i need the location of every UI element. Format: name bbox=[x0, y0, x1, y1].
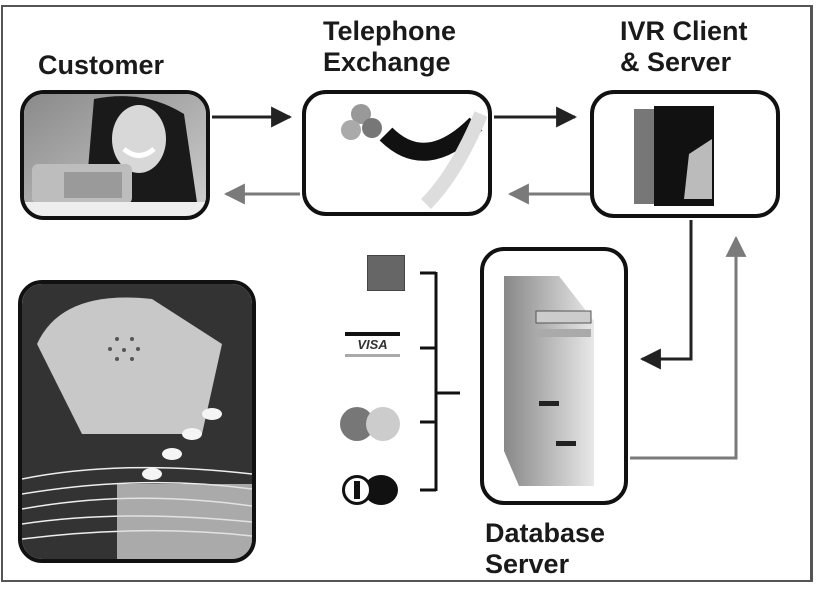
database-label: Database Server bbox=[485, 518, 606, 579]
telephone-exchange-node bbox=[302, 90, 492, 216]
customer-node bbox=[20, 90, 210, 220]
customer-photo bbox=[24, 94, 206, 216]
visa-text: VISA bbox=[357, 337, 388, 352]
database-server-image bbox=[504, 276, 594, 486]
customer-label: Customer bbox=[38, 50, 165, 80]
ivr-node bbox=[590, 90, 780, 218]
generic-card-icon bbox=[367, 255, 405, 291]
visa-logo-icon: VISA bbox=[345, 332, 400, 357]
phone-photo-node bbox=[18, 280, 256, 563]
phone-handset-photo bbox=[22, 284, 252, 559]
telephone-exchange-label: Telephone Exchange bbox=[323, 16, 457, 77]
telephone-cable-image bbox=[341, 104, 488, 209]
arrow-ivr-to-database bbox=[639, 220, 693, 370]
ivr-label: IVR Client & Server bbox=[620, 16, 748, 77]
arrow-database-to-ivr bbox=[630, 235, 747, 460]
ivr-server-image bbox=[634, 106, 714, 206]
mastercard-logo-icon bbox=[340, 407, 402, 441]
diners-club-logo-icon bbox=[342, 475, 398, 505]
database-node bbox=[480, 247, 628, 505]
card-bracket bbox=[420, 271, 460, 492]
